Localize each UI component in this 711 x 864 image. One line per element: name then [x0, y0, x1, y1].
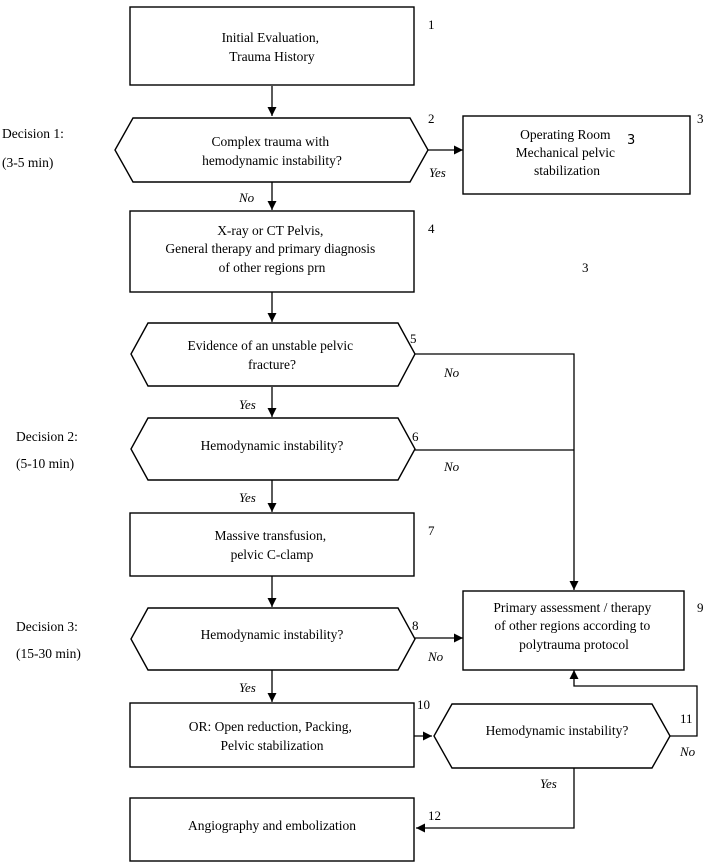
- step-number-12: 12: [428, 808, 441, 823]
- step-number-4: 4: [428, 221, 435, 236]
- node-5-line-1: Evidence of an unstable pelvic: [187, 338, 353, 353]
- decision-2-title: Decision 2:: [16, 429, 78, 444]
- stray-number-3: 3: [582, 260, 589, 275]
- step-number-3: 3: [697, 111, 704, 126]
- node-7-text: Massive transfusion, pelvic C-clamp: [214, 528, 329, 562]
- node-9-line-2: of other regions according to: [494, 618, 650, 633]
- node-8-text: Hemodynamic instability?: [201, 627, 344, 642]
- node-6-hexagon: [130, 417, 416, 481]
- decision-3-title: Decision 3:: [16, 619, 78, 634]
- edge-label-6-no: No: [443, 459, 460, 474]
- edge-label-5-yes: Yes: [239, 397, 256, 412]
- step-number-9: 9: [697, 600, 704, 615]
- node-8-hexagon: [130, 607, 416, 671]
- step-number-11: 11: [680, 711, 693, 726]
- edge-label-11-no: No: [679, 744, 696, 759]
- decision-2-time: (5-10 min): [16, 456, 74, 471]
- node-9-line-1: Primary assessment / therapy: [493, 600, 651, 615]
- node-11-line-1: Hemodynamic instability?: [486, 723, 629, 738]
- step-number-1: 1: [428, 17, 435, 32]
- node-4-line-1: X-ray or CT Pelvis,: [217, 223, 323, 238]
- edge-11-12: [416, 768, 575, 833]
- edge-11-9: [569, 670, 698, 737]
- edge-label-2-no: No: [238, 190, 255, 205]
- node-7-line-2: pelvic C-clamp: [231, 547, 314, 562]
- node-7-line-1: Massive transfusion,: [214, 528, 326, 543]
- edge-label-2-yes: Yes: [429, 165, 446, 180]
- node-12-box: [129, 797, 415, 862]
- node-texts: Initial Evaluation, Trauma History Compl…: [165, 30, 654, 833]
- step-number-7: 7: [428, 523, 435, 538]
- step-number-6: 6: [412, 429, 419, 444]
- edge-label-6-yes: Yes: [239, 490, 256, 505]
- node-9-text: Primary assessment / therapy of other re…: [493, 600, 654, 652]
- overlay-number-3: 3: [627, 133, 635, 148]
- node-10-box: [129, 702, 415, 768]
- node-4-text: X-ray or CT Pelvis, General therapy and …: [165, 223, 378, 275]
- decision-1-title: Decision 1:: [2, 126, 64, 141]
- edge-label-8-yes: Yes: [239, 680, 256, 695]
- node-3-text: Operating Room Mechanical pelvic stabili…: [516, 127, 619, 178]
- node-11-hexagon: [433, 703, 671, 769]
- node-4-line-2: General therapy and primary diagnosis: [165, 241, 375, 256]
- node-12-text: Angiography and embolization: [188, 818, 356, 833]
- decision-1-time: (3-5 min): [2, 155, 53, 170]
- edge-label-11-yes: Yes: [540, 776, 557, 791]
- node-7-box: [129, 512, 415, 577]
- decision-labels: Decision 1: (3-5 min) Decision 2: (5-10 …: [2, 126, 81, 661]
- node-1-line-2: Trauma History: [229, 49, 315, 64]
- node-12-line-1: Angiography and embolization: [188, 818, 356, 833]
- shapes: [114, 6, 691, 862]
- node-4-box: [129, 210, 415, 293]
- edge-labels: Yes No No Yes No Yes No Yes No Yes: [238, 165, 696, 791]
- node-2-line-2: hemodynamic instability?: [202, 153, 342, 168]
- step-numbers: 1 2 3 4 3 5 6 7 8 9 10 11 12: [410, 17, 704, 823]
- edge-label-8-no: No: [427, 649, 444, 664]
- step-number-10: 10: [417, 697, 430, 712]
- node-9-box: [462, 590, 685, 671]
- node-3-line-3: stabilization: [534, 163, 600, 178]
- step-number-2: 2: [428, 111, 435, 126]
- node-9-line-3: polytrauma protocol: [519, 637, 629, 652]
- node-11-text: Hemodynamic instability?: [486, 723, 629, 738]
- node-3-line-1: Operating Room: [520, 127, 611, 142]
- node-3-text-clip: [617, 124, 667, 182]
- node-3-line-2: Mechanical pelvic: [516, 145, 615, 160]
- node-8-line-1: Hemodynamic instability?: [201, 627, 344, 642]
- node-1-line-1: Initial Evaluation,: [222, 30, 319, 45]
- node-6-text: Hemodynamic instability?: [201, 438, 344, 453]
- connectors: [267, 86, 698, 833]
- node-10-line-1: OR: Open reduction, Packing,: [189, 719, 352, 734]
- step-number-5: 5: [410, 331, 417, 346]
- edge-label-5-no: No: [443, 365, 460, 380]
- node-4-line-3: of other regions prn: [219, 260, 326, 275]
- decision-3-time: (15-30 min): [16, 646, 81, 661]
- node-2-line-1: Complex trauma with: [211, 134, 329, 149]
- node-2-text: Complex trauma with hemodynamic instabil…: [202, 134, 342, 168]
- node-10-line-2: Pelvic stabilization: [220, 738, 323, 753]
- node-5-text: Evidence of an unstable pelvic fracture?: [187, 338, 356, 372]
- node-6-line-1: Hemodynamic instability?: [201, 438, 344, 453]
- step-number-8: 8: [412, 618, 419, 633]
- node-5-hexagon: [130, 322, 416, 387]
- node-1-box: [129, 6, 415, 86]
- edge-5-9: [415, 353, 579, 590]
- node-5-line-2: fracture?: [248, 357, 296, 372]
- node-2-hexagon: [114, 117, 429, 183]
- node-10-text: OR: Open reduction, Packing, Pelvic stab…: [189, 719, 355, 753]
- node-1-text: Initial Evaluation, Trauma History: [222, 30, 323, 64]
